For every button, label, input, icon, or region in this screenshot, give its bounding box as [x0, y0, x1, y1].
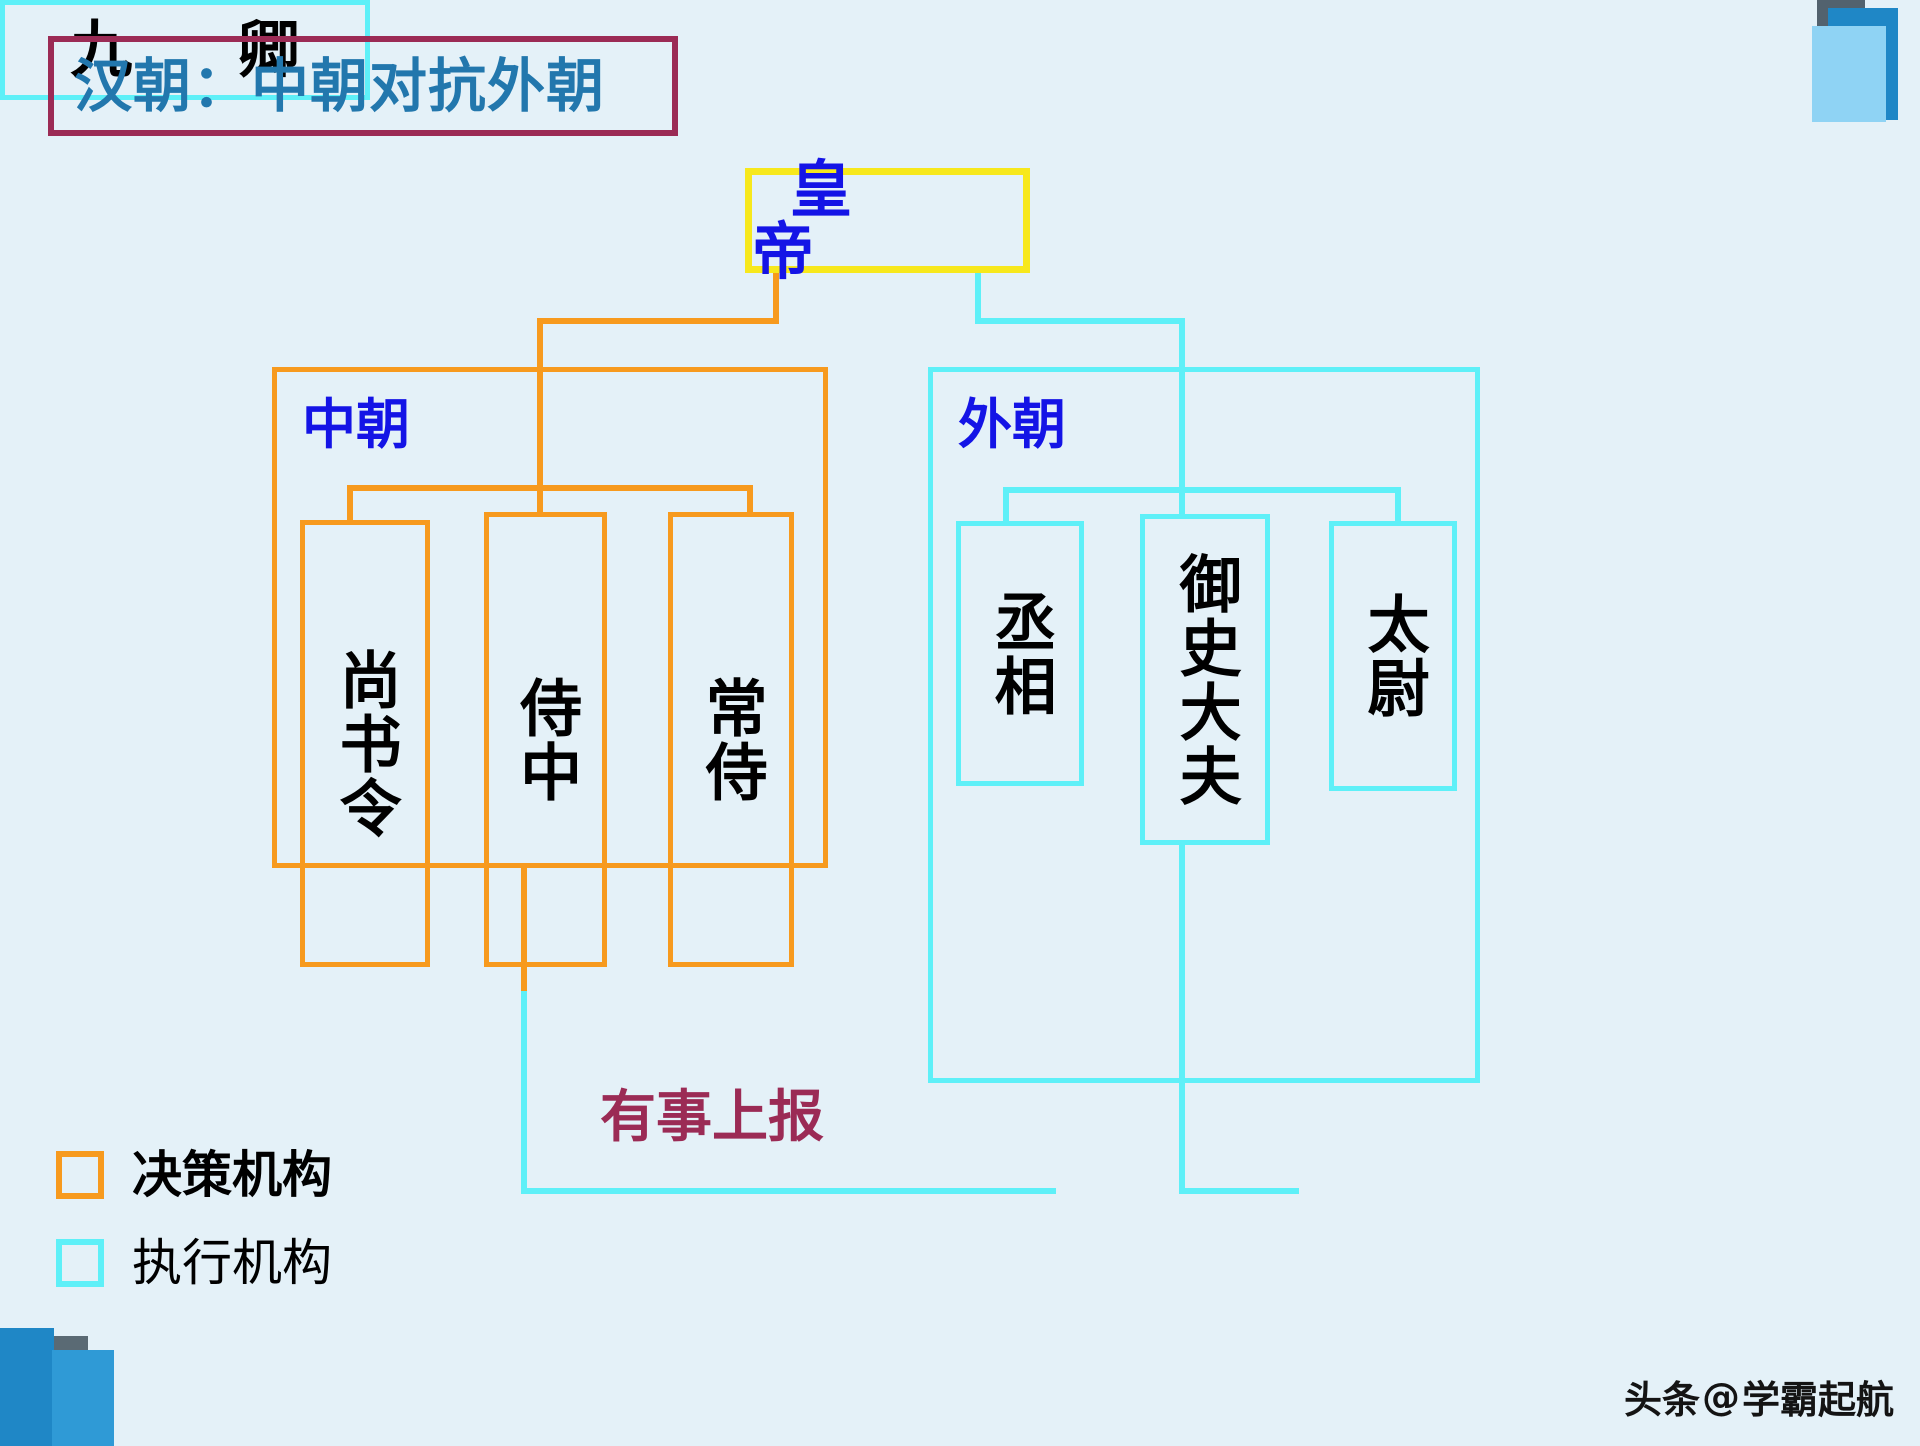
connector-inner-distributor — [347, 485, 753, 491]
node-jiuqing-label: 九 卿 — [70, 13, 342, 86]
group-outer-court — [928, 367, 1480, 1083]
node-chengxiang[interactable]: 丞相 — [956, 521, 1084, 786]
connector-emperor-to-outer-v — [1179, 318, 1185, 518]
slide-title-text: 汉朝：中朝对抗外朝 — [74, 52, 606, 120]
connector-emperor-to-inner-h — [537, 318, 779, 324]
connector-report-h — [521, 1188, 1056, 1194]
decor-top-right-lightblue — [1812, 26, 1886, 122]
node-taiwei[interactable]: 太尉 — [1329, 521, 1457, 791]
connector-emperor-stub-right — [975, 273, 981, 321]
legend-swatch-cyan-icon — [56, 1239, 104, 1287]
connector-outer-drop-3 — [1395, 487, 1401, 525]
watermark-handle: 学霸起航 — [1741, 1378, 1894, 1422]
legend-item-execution: 执行机构 — [56, 1238, 332, 1288]
node-changshi-label: 常侍 — [694, 675, 768, 804]
decor-bottom-left-lightblue — [52, 1350, 114, 1446]
legend-swatch-orange-icon — [56, 1151, 104, 1199]
group-label-inner-court: 中朝 — [302, 393, 410, 456]
connector-inner-drop-1 — [347, 485, 353, 521]
node-shangshuling[interactable]: 尚书令 — [300, 520, 430, 967]
group-inner-court — [272, 367, 828, 868]
node-taiwei-label: 太尉 — [1356, 592, 1430, 720]
slide-title: 汉朝：中朝对抗外朝 — [48, 36, 678, 136]
watermark-prefix: 头条 — [1623, 1378, 1700, 1422]
relation-label-report: 有事上报 — [600, 1085, 824, 1150]
connector-emperor-to-outer-h — [975, 318, 1185, 324]
connector-outer-distributor — [1003, 487, 1401, 493]
connector-outer-drop-1 — [1003, 487, 1009, 525]
connector-report-stub — [521, 866, 527, 991]
connector-inner-drop-3 — [747, 485, 753, 515]
connector-emperor-stub-left — [773, 273, 779, 321]
legend-label-decision: 决策机构 — [132, 1146, 332, 1204]
watermark: 头条 @ 学霸起航 — [1624, 1369, 1894, 1424]
connector-outer-to-jiuqing-h — [1179, 1188, 1299, 1194]
node-emperor-label: 皇 帝 — [752, 152, 891, 288]
legend-label-execution: 执行机构 — [132, 1234, 332, 1292]
connector-emperor-to-inner-v — [537, 318, 543, 515]
node-yushidafu-label: 御史大夫 — [1168, 551, 1242, 808]
node-shizhong[interactable]: 侍中 — [484, 512, 607, 967]
node-yushidafu[interactable]: 御史大夫 — [1140, 514, 1270, 845]
watermark-at-icon: @ — [1701, 1374, 1740, 1419]
node-emperor[interactable]: 皇 帝 — [745, 158, 1030, 282]
legend-item-decision: 决策机构 — [56, 1150, 332, 1200]
legend: 决策机构 执行机构 — [56, 1150, 332, 1326]
group-label-outer-court: 外朝 — [958, 393, 1066, 456]
node-shizhong-label: 侍中 — [509, 675, 583, 804]
node-chengxiang-label: 丞相 — [983, 589, 1057, 718]
decor-bottom-left-blue — [0, 1328, 54, 1446]
node-changshi[interactable]: 常侍 — [668, 512, 794, 967]
connector-outer-to-jiuqing-v — [1179, 845, 1185, 1194]
node-shangshuling-label: 尚书令 — [328, 647, 402, 840]
connector-inner-drop-2 — [537, 485, 543, 515]
node-jiuqing[interactable]: 九 卿 — [0, 0, 370, 100]
connector-report-v — [521, 991, 527, 1191]
